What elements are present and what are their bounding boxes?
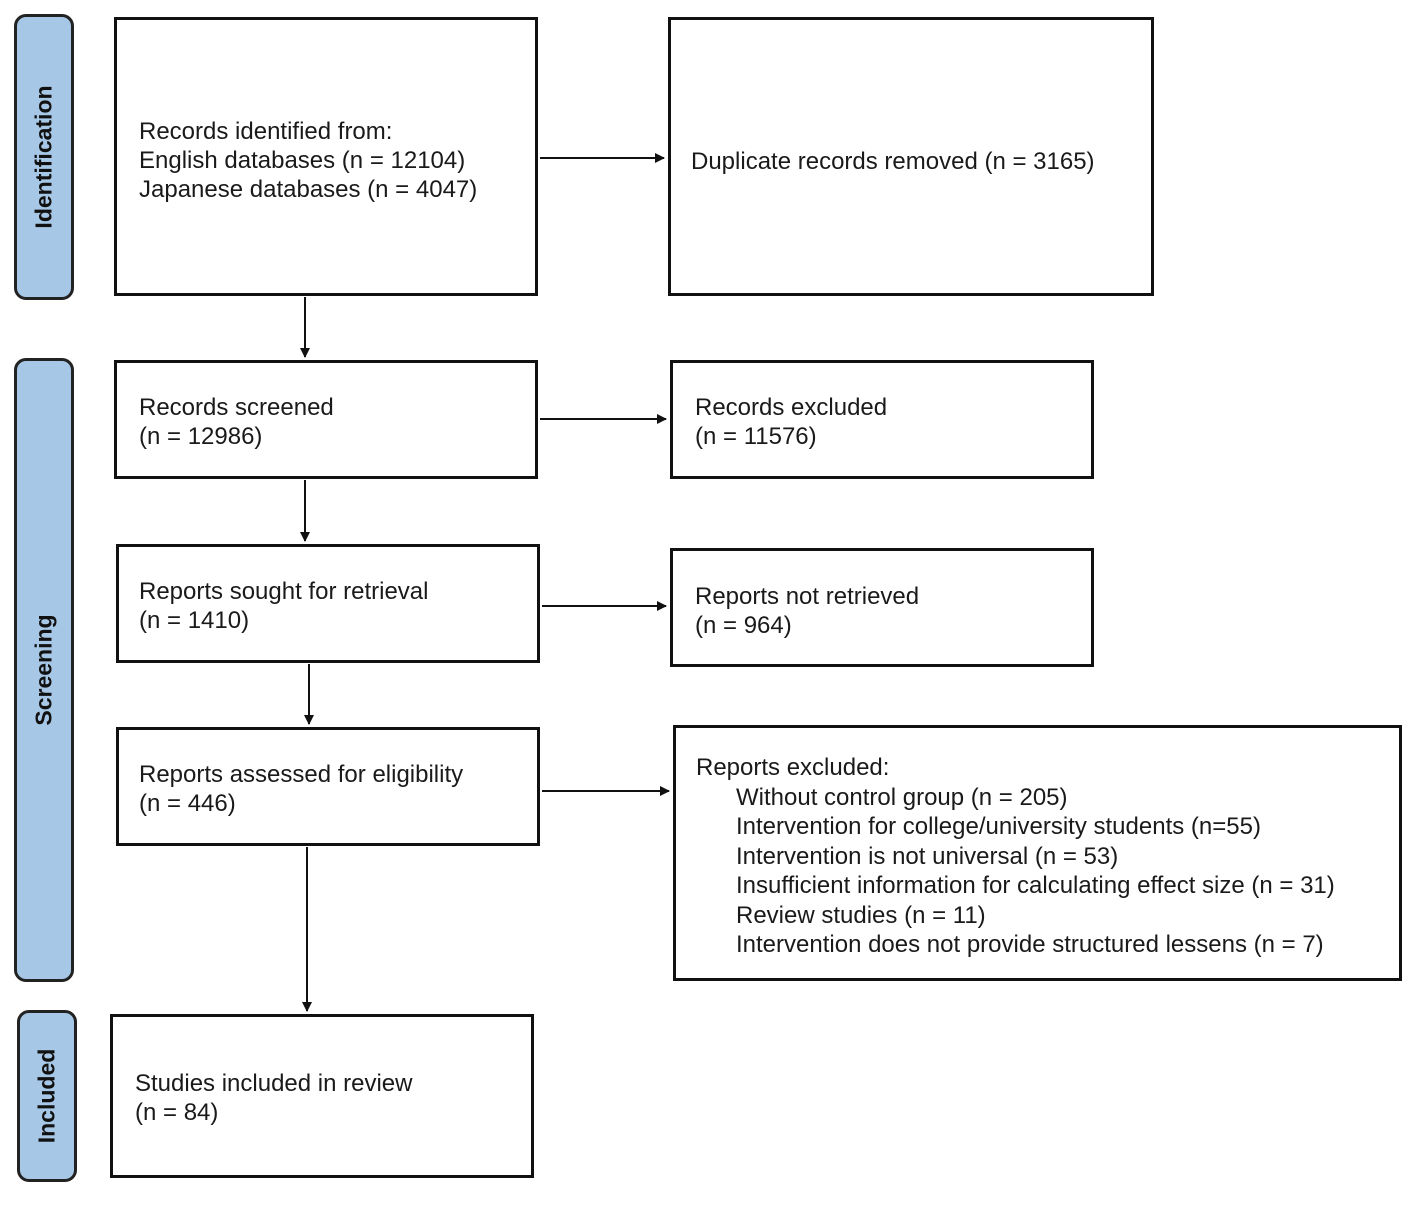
english-databases-count: English databases (n = 12104) — [139, 147, 466, 174]
reports-assessed-title: Reports assessed for eligibility — [139, 761, 464, 788]
stage-identification: Identification — [14, 14, 74, 300]
exclusion-reason: Intervention for college/university stud… — [736, 813, 1261, 840]
reports-assessed-count: (n = 446) — [139, 790, 236, 817]
studies-included-box: Studies included in review (n = 84) — [110, 1014, 534, 1178]
reports-sought-title: Reports sought for retrieval — [139, 578, 429, 605]
studies-included-count: (n = 84) — [135, 1099, 219, 1126]
japanese-databases-count: Japanese databases (n = 4047) — [139, 176, 478, 203]
exclusion-reason: Intervention does not provide structured… — [736, 931, 1324, 958]
reports-not-retrieved-count: (n = 964) — [695, 612, 792, 639]
reports-assessed-box: Reports assessed for eligibility (n = 44… — [116, 727, 540, 846]
reports-not-retrieved-title: Reports not retrieved — [695, 583, 920, 610]
records-screened-title: Records screened — [139, 394, 334, 421]
records-screened-count: (n = 12986) — [139, 423, 263, 450]
reports-excluded-box: Reports excluded: Without control group … — [673, 725, 1402, 981]
reports-sought-box: Reports sought for retrieval (n = 1410) — [116, 544, 540, 663]
duplicates-removed-box: Duplicate records removed (n = 3165) — [668, 17, 1154, 296]
reports-excluded-title: Reports excluded: — [696, 754, 890, 781]
stage-screening: Screening — [14, 358, 74, 982]
stage-included: Included — [17, 1010, 77, 1182]
exclusion-reason: Without control group (n = 205) — [736, 783, 1068, 811]
records-identified-box: Records identified from: English databas… — [114, 17, 538, 296]
duplicates-removed-text: Duplicate records removed (n = 3165) — [691, 148, 1095, 175]
studies-included-title: Studies included in review — [135, 1070, 413, 1097]
exclusion-reason: Insufficient information for calculating… — [736, 872, 1335, 899]
records-excluded-title: Records excluded — [695, 394, 888, 421]
reports-not-retrieved-box: Reports not retrieved (n = 964) — [670, 548, 1094, 667]
records-identified-title: Records identified from: — [139, 118, 393, 145]
exclusion-reason: Review studies (n = 11) — [736, 901, 986, 929]
reports-sought-count: (n = 1410) — [139, 607, 250, 634]
exclusion-reason: Intervention is not universal (n = 53) — [736, 842, 1119, 870]
records-screened-box: Records screened (n = 12986) — [114, 360, 538, 479]
records-excluded-box: Records excluded (n = 11576) — [670, 360, 1094, 479]
records-excluded-count: (n = 11576) — [695, 423, 817, 450]
